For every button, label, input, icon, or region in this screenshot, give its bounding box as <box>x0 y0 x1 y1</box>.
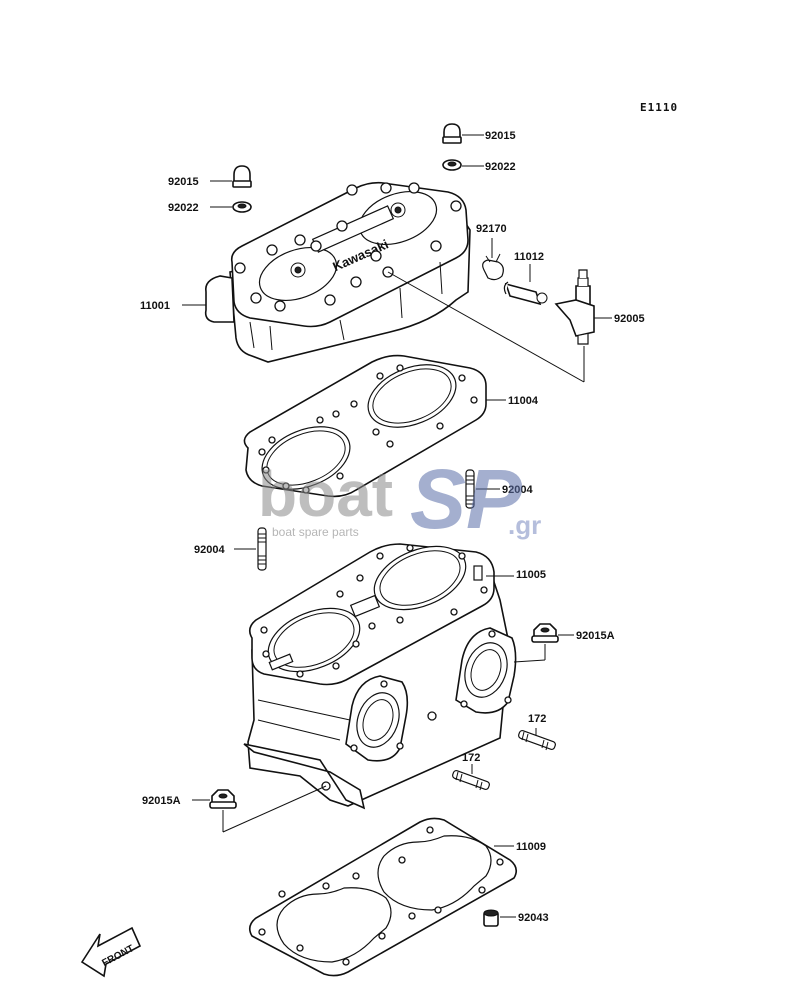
label-11012: 11012 <box>514 251 544 263</box>
nipple-icon <box>554 269 595 345</box>
label-172-upper: 172 <box>528 713 546 725</box>
base-gasket-holes <box>258 826 504 966</box>
head-bolt-holes <box>234 182 462 312</box>
label-92004-right: 92004 <box>502 484 533 496</box>
label-11004: 11004 <box>508 395 539 407</box>
label-92043: 92043 <box>518 912 549 924</box>
clamp-icon <box>482 253 504 281</box>
watermark-tagline: boat spare parts <box>272 525 359 539</box>
watermark-suffix: .gr <box>508 510 541 540</box>
acorn-nut-icon <box>232 165 252 188</box>
gasket-holes <box>258 364 478 494</box>
stud-icon <box>518 729 556 751</box>
label-11001: 11001 <box>140 300 170 312</box>
base-gasket <box>248 817 518 977</box>
washer-icon <box>232 201 252 213</box>
label-92022-top: 92022 <box>485 161 516 173</box>
label-11005: 11005 <box>516 569 546 581</box>
stud-icon <box>465 469 475 509</box>
label-92170: 92170 <box>476 223 507 235</box>
washer-icon <box>442 159 462 171</box>
label-92022-left: 92022 <box>168 202 199 214</box>
label-92004-left: 92004 <box>194 544 225 556</box>
fitting-icon <box>503 281 548 306</box>
dowel-pin-icon <box>483 909 499 927</box>
label-92005: 92005 <box>614 313 645 325</box>
watermark-brand-right: SP <box>410 452 523 546</box>
label-92015-left: 92015 <box>168 176 199 188</box>
cylinder-head: Kawasaki <box>204 181 471 363</box>
label-92015-top: 92015 <box>485 130 516 142</box>
exhaust-port-rear <box>455 627 517 714</box>
label-92015A-right: 92015A <box>576 630 615 642</box>
flange-nut-icon <box>209 789 237 809</box>
head-gasket <box>243 354 487 498</box>
exhaust-port-front <box>345 675 409 762</box>
cylinder-deck-holes <box>260 544 488 678</box>
label-172-lower: 172 <box>462 752 480 764</box>
label-11009: 11009 <box>516 841 546 853</box>
label-92015A-left: 92015A <box>142 795 181 807</box>
acorn-nut-icon <box>442 123 462 144</box>
watermark-brand-left: boat <box>258 458 393 530</box>
flange-nut-icon <box>531 623 559 643</box>
stud-icon <box>452 769 490 791</box>
diagram-code: E1110 <box>640 101 678 114</box>
front-arrow-icon: FRONT <box>80 926 142 978</box>
stud-icon <box>257 527 267 571</box>
cylinder-block <box>243 543 517 810</box>
watermark-logo: boat SP .gr boat spare parts <box>258 452 541 546</box>
